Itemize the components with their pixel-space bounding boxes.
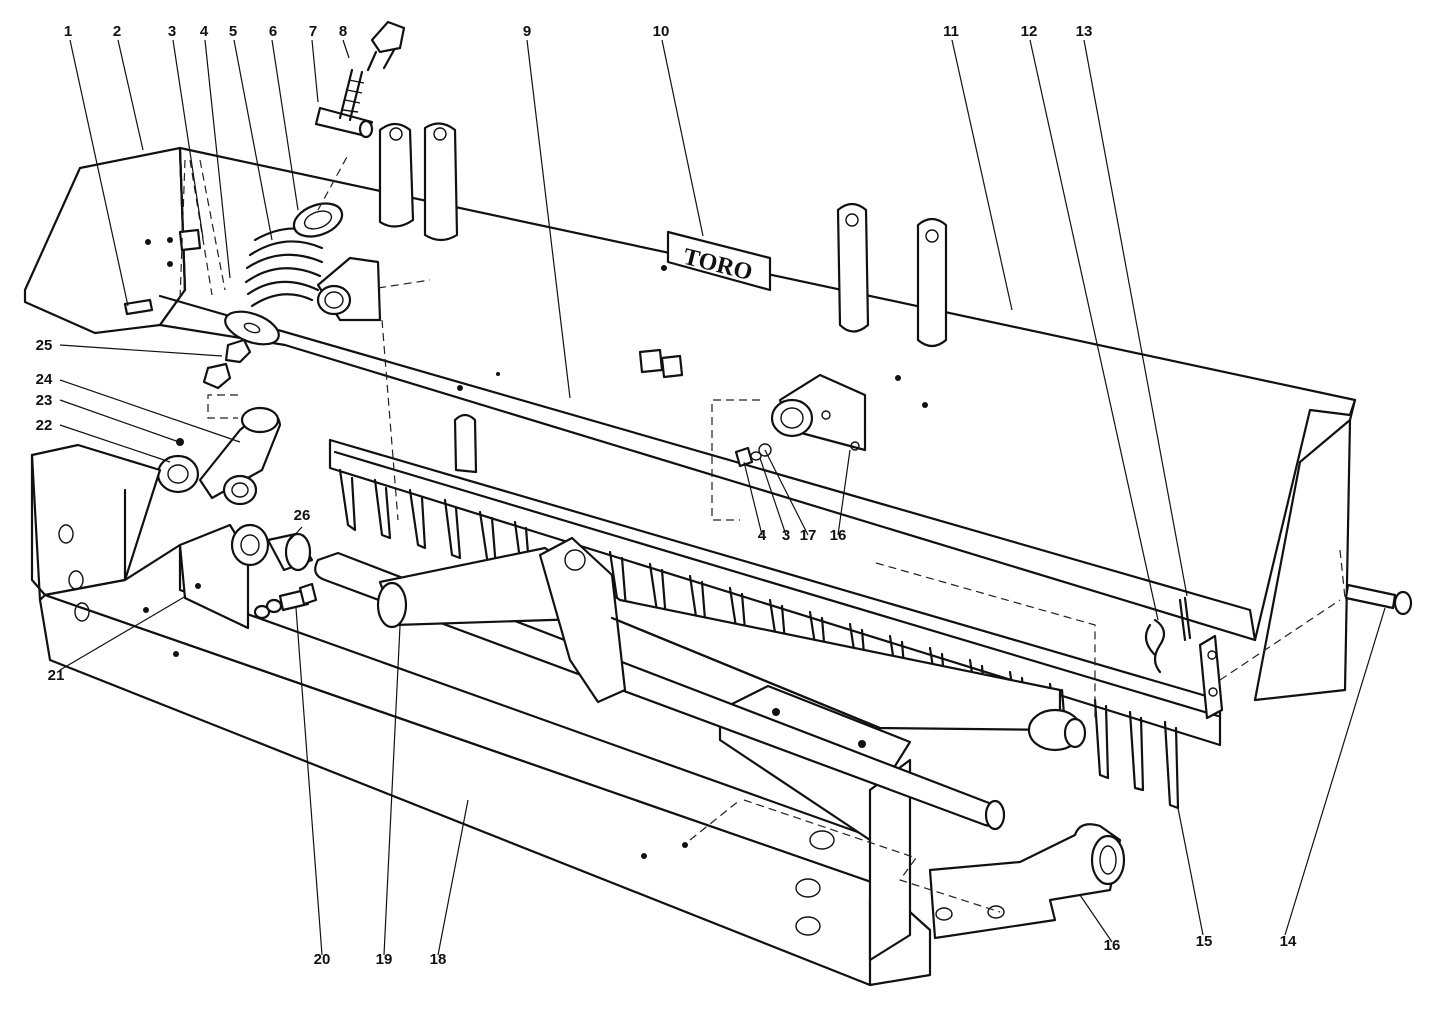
callout-15: 15 xyxy=(1196,933,1213,950)
callout-4-lower: 4 xyxy=(758,527,767,544)
callout-4: 4 xyxy=(200,23,209,40)
callout-11: 11 xyxy=(943,23,959,40)
callout-7: 7 xyxy=(309,23,317,40)
callout-3: 3 xyxy=(168,23,176,40)
callout-19: 19 xyxy=(376,951,393,968)
bushing xyxy=(266,532,314,572)
callout-8: 8 xyxy=(339,23,347,40)
hood-mount-brackets xyxy=(145,122,948,408)
left-mount-bracket xyxy=(178,523,270,630)
leader-lines xyxy=(59,39,1386,956)
bolt-washer xyxy=(253,582,318,620)
callout-5: 5 xyxy=(229,23,237,40)
callout-17: 17 xyxy=(800,527,817,544)
pivot-bracket-right-lower xyxy=(928,823,1126,940)
assembly-lines xyxy=(179,154,1346,913)
callout-26: 26 xyxy=(294,507,311,524)
callout-9: 9 xyxy=(523,23,531,40)
callout-22: 22 xyxy=(36,417,53,434)
rear-deflector-hood xyxy=(23,146,1357,702)
clips xyxy=(1144,596,1192,674)
callout-1: 1 xyxy=(64,23,72,40)
callout-16-lower: 16 xyxy=(1104,937,1121,954)
callout-21: 21 xyxy=(48,667,65,684)
callout-labels: 1 2 3 4 5 6 7 8 9 10 11 12 13 25 24 23 2… xyxy=(36,23,1297,968)
callout-13: 13 xyxy=(1076,23,1093,40)
callout-16-upper: 16 xyxy=(830,527,847,544)
callout-24: 24 xyxy=(36,371,53,388)
callout-18: 18 xyxy=(430,951,447,968)
callout-14: 14 xyxy=(1280,933,1297,950)
callout-20: 20 xyxy=(314,951,331,968)
spring-assembly xyxy=(123,20,406,390)
callout-2: 2 xyxy=(113,23,121,40)
main-frame xyxy=(30,443,932,987)
callout-6: 6 xyxy=(269,23,277,40)
rocker-shaft-arm xyxy=(314,536,1087,831)
pivot-assembly-left xyxy=(156,406,282,506)
clevis-pin xyxy=(1344,583,1413,616)
callout-25: 25 xyxy=(36,337,53,354)
callout-23: 23 xyxy=(36,392,53,409)
callout-12: 12 xyxy=(1021,23,1038,40)
callout-10: 10 xyxy=(653,23,670,40)
callout-3-lower: 3 xyxy=(782,527,790,544)
pivot-bracket-right-upper xyxy=(734,373,867,468)
